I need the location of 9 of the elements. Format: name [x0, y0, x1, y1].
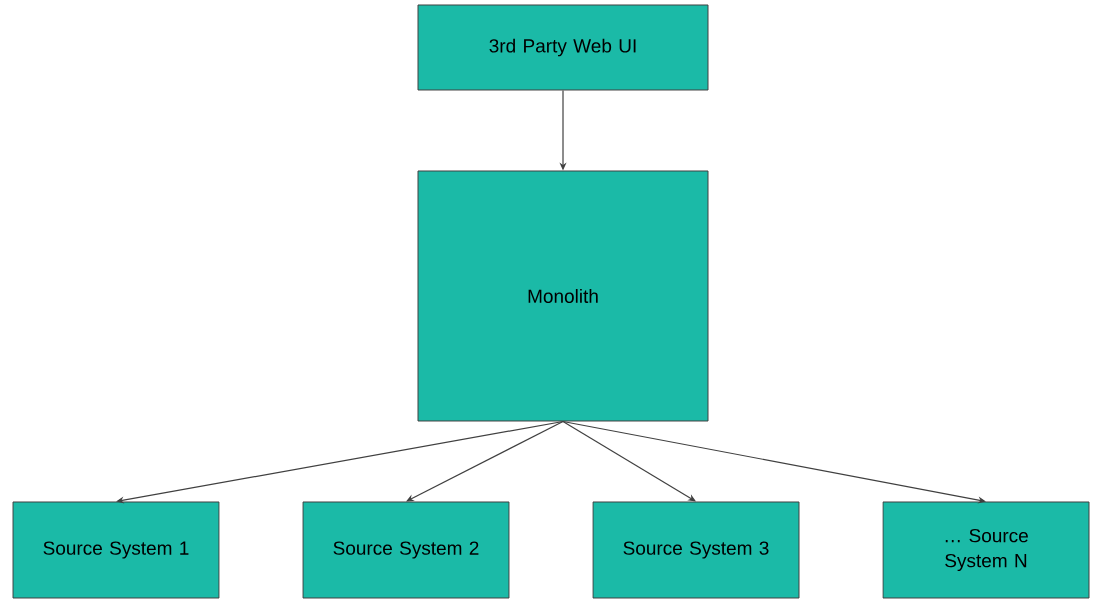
arrow [562, 420, 696, 502]
arrow [116, 420, 564, 504]
arrow [406, 420, 564, 502]
process-box: 3rd Party Web UI [417, 4, 709, 91]
process-box: Source System 1 [12, 501, 220, 599]
process-box: … Source System N [882, 501, 1090, 599]
process-box: Source System 2 [302, 501, 510, 599]
process-box: Source System 3 [592, 501, 800, 599]
process-box: Monolith [417, 170, 709, 422]
